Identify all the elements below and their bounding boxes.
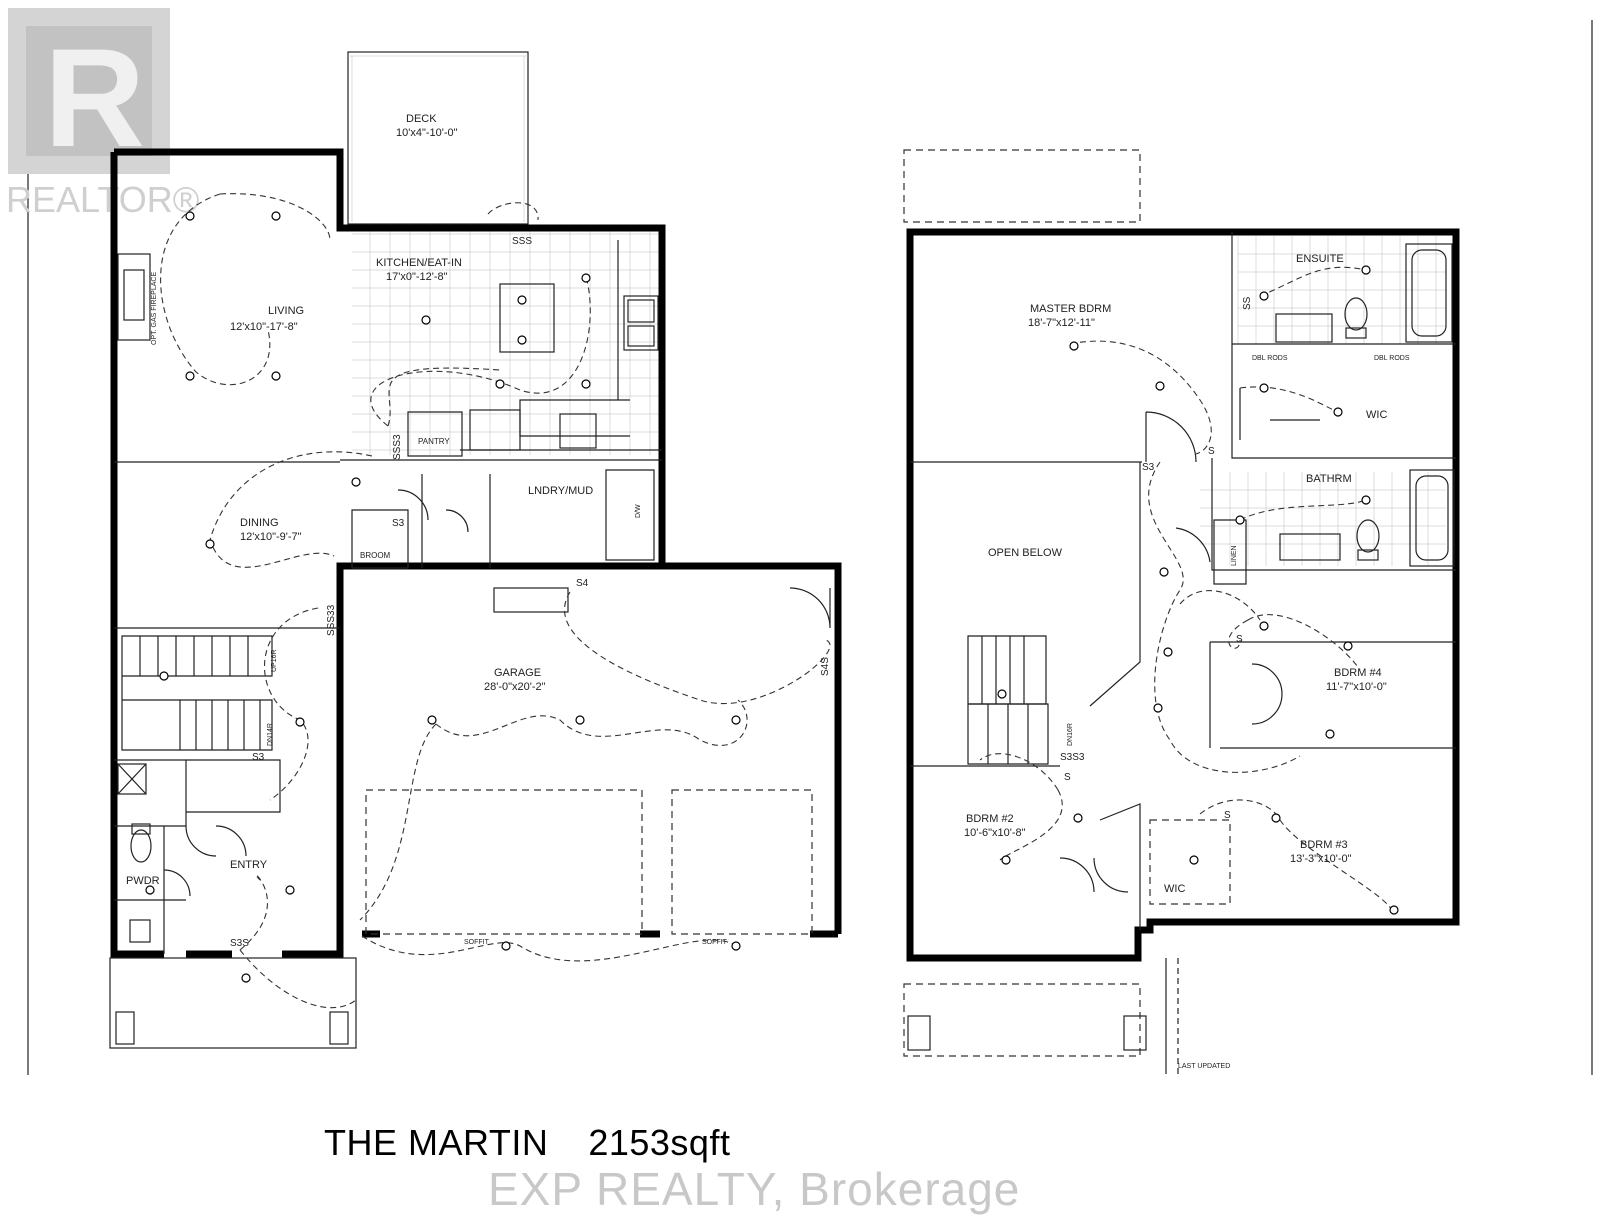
wic-label: WIC xyxy=(1366,409,1387,421)
dining-label: DINING xyxy=(240,517,279,529)
deck xyxy=(347,51,529,225)
soffit-label-2: SOFFIT xyxy=(702,939,728,946)
switch-label: S xyxy=(1208,446,1215,457)
main-floor-lights xyxy=(145,211,741,983)
switch-label: S3 xyxy=(252,752,265,763)
switch-label: SSS xyxy=(512,236,532,247)
switch-label: S4 xyxy=(576,578,589,589)
garage-label: GARAGE xyxy=(494,667,541,679)
dbl-rods-label-1: DBL RODS xyxy=(1252,355,1288,362)
dbl-rods-label-2: DBL RODS xyxy=(1374,355,1410,362)
linen-label: LINEN xyxy=(1231,545,1238,566)
dw-label: D/W xyxy=(635,504,642,518)
bdrm4-label: BDRM #4 xyxy=(1334,667,1382,679)
switch-label: S3 xyxy=(392,518,405,529)
switch-label: SSS3 xyxy=(392,434,403,460)
switch-label: SS xyxy=(1242,296,1253,310)
deck-dims: 10'x4"-10'-0" xyxy=(396,127,458,139)
open-below-label: OPEN BELOW xyxy=(988,547,1063,559)
switch-label: S xyxy=(1224,810,1231,821)
dining-dims: 12'x10"-9'-7" xyxy=(240,531,302,543)
realtor-logo-text: REALTOR® xyxy=(6,179,199,220)
switch-label: S4S xyxy=(820,657,831,676)
switch-label: SSS33 xyxy=(326,604,337,636)
laundry-label: LNDRY/MUD xyxy=(528,485,593,497)
stair-up-label: UP16R xyxy=(271,649,278,672)
fireplace-label: OPT. GAS FIREPLACE xyxy=(151,272,158,345)
deck-label: DECK xyxy=(406,113,437,125)
bdrm3-dims: 13'-3"x10'-0" xyxy=(1290,853,1352,865)
master-label: MASTER BDRM xyxy=(1030,303,1111,315)
square-footage: 2153sqft xyxy=(588,1122,731,1163)
upper-stair-dn-label: DN16R xyxy=(1067,723,1074,746)
wic-2-label: WIC xyxy=(1164,883,1185,895)
brokerage-watermark: EXP REALTY, Brokerage xyxy=(488,1163,1021,1215)
switch-label: S xyxy=(1064,772,1071,783)
switch-label: S3S xyxy=(230,938,249,949)
bath-label: BATHRM xyxy=(1306,473,1352,485)
bdrm4-dims: 11'-7"x10'-0" xyxy=(1326,681,1387,693)
model-name: THE MARTIN xyxy=(324,1122,549,1163)
upper-floor-plan: DN16R xyxy=(903,149,1460,1074)
stair-dn-label: DN14R xyxy=(267,723,274,746)
soffit-label-1: SOFFIT xyxy=(464,939,490,946)
main-floor-plan: OPT. GAS FIREPLACE UP16R DN14R xyxy=(109,51,842,1049)
ensuite-label: ENSUITE xyxy=(1296,253,1344,265)
main-stairs: UP16R DN14R xyxy=(121,635,278,751)
pantry-label: PANTRY xyxy=(418,437,450,446)
upper-floor-lights xyxy=(997,265,1399,915)
entry-label: ENTRY xyxy=(230,859,268,871)
kitchen-label: KITCHEN/EAT-IN xyxy=(376,257,462,269)
switch-label: S xyxy=(1236,634,1243,645)
realtor-logo: R REALTOR® xyxy=(6,8,199,220)
bdrm2-dims: 10'-6"x10'-8" xyxy=(964,827,1026,839)
powder-label: PWDR xyxy=(126,875,160,887)
switch-label: S3S3 xyxy=(1060,752,1085,763)
broom-label: BROOM xyxy=(360,551,391,560)
living-dims: 12'x10"-17'-8" xyxy=(230,321,298,333)
switch-label: S3 xyxy=(1142,462,1155,473)
bdrm2-label: BDRM #2 xyxy=(966,813,1014,825)
kitchen-tile-grid xyxy=(352,228,660,455)
living-label: LIVING xyxy=(268,305,304,317)
garage-dims: 28'-0"x20'-2" xyxy=(484,681,546,693)
plan-title: THE MARTIN 2153sqft xyxy=(324,1122,770,1164)
last-updated-label: LAST UPDATED xyxy=(1178,1063,1230,1070)
master-dims: 18'-7"x12'-11" xyxy=(1028,317,1095,329)
bdrm3-label: BDRM #3 xyxy=(1300,839,1348,851)
kitchen-dims: 17'x0"-12'-8" xyxy=(386,271,448,283)
